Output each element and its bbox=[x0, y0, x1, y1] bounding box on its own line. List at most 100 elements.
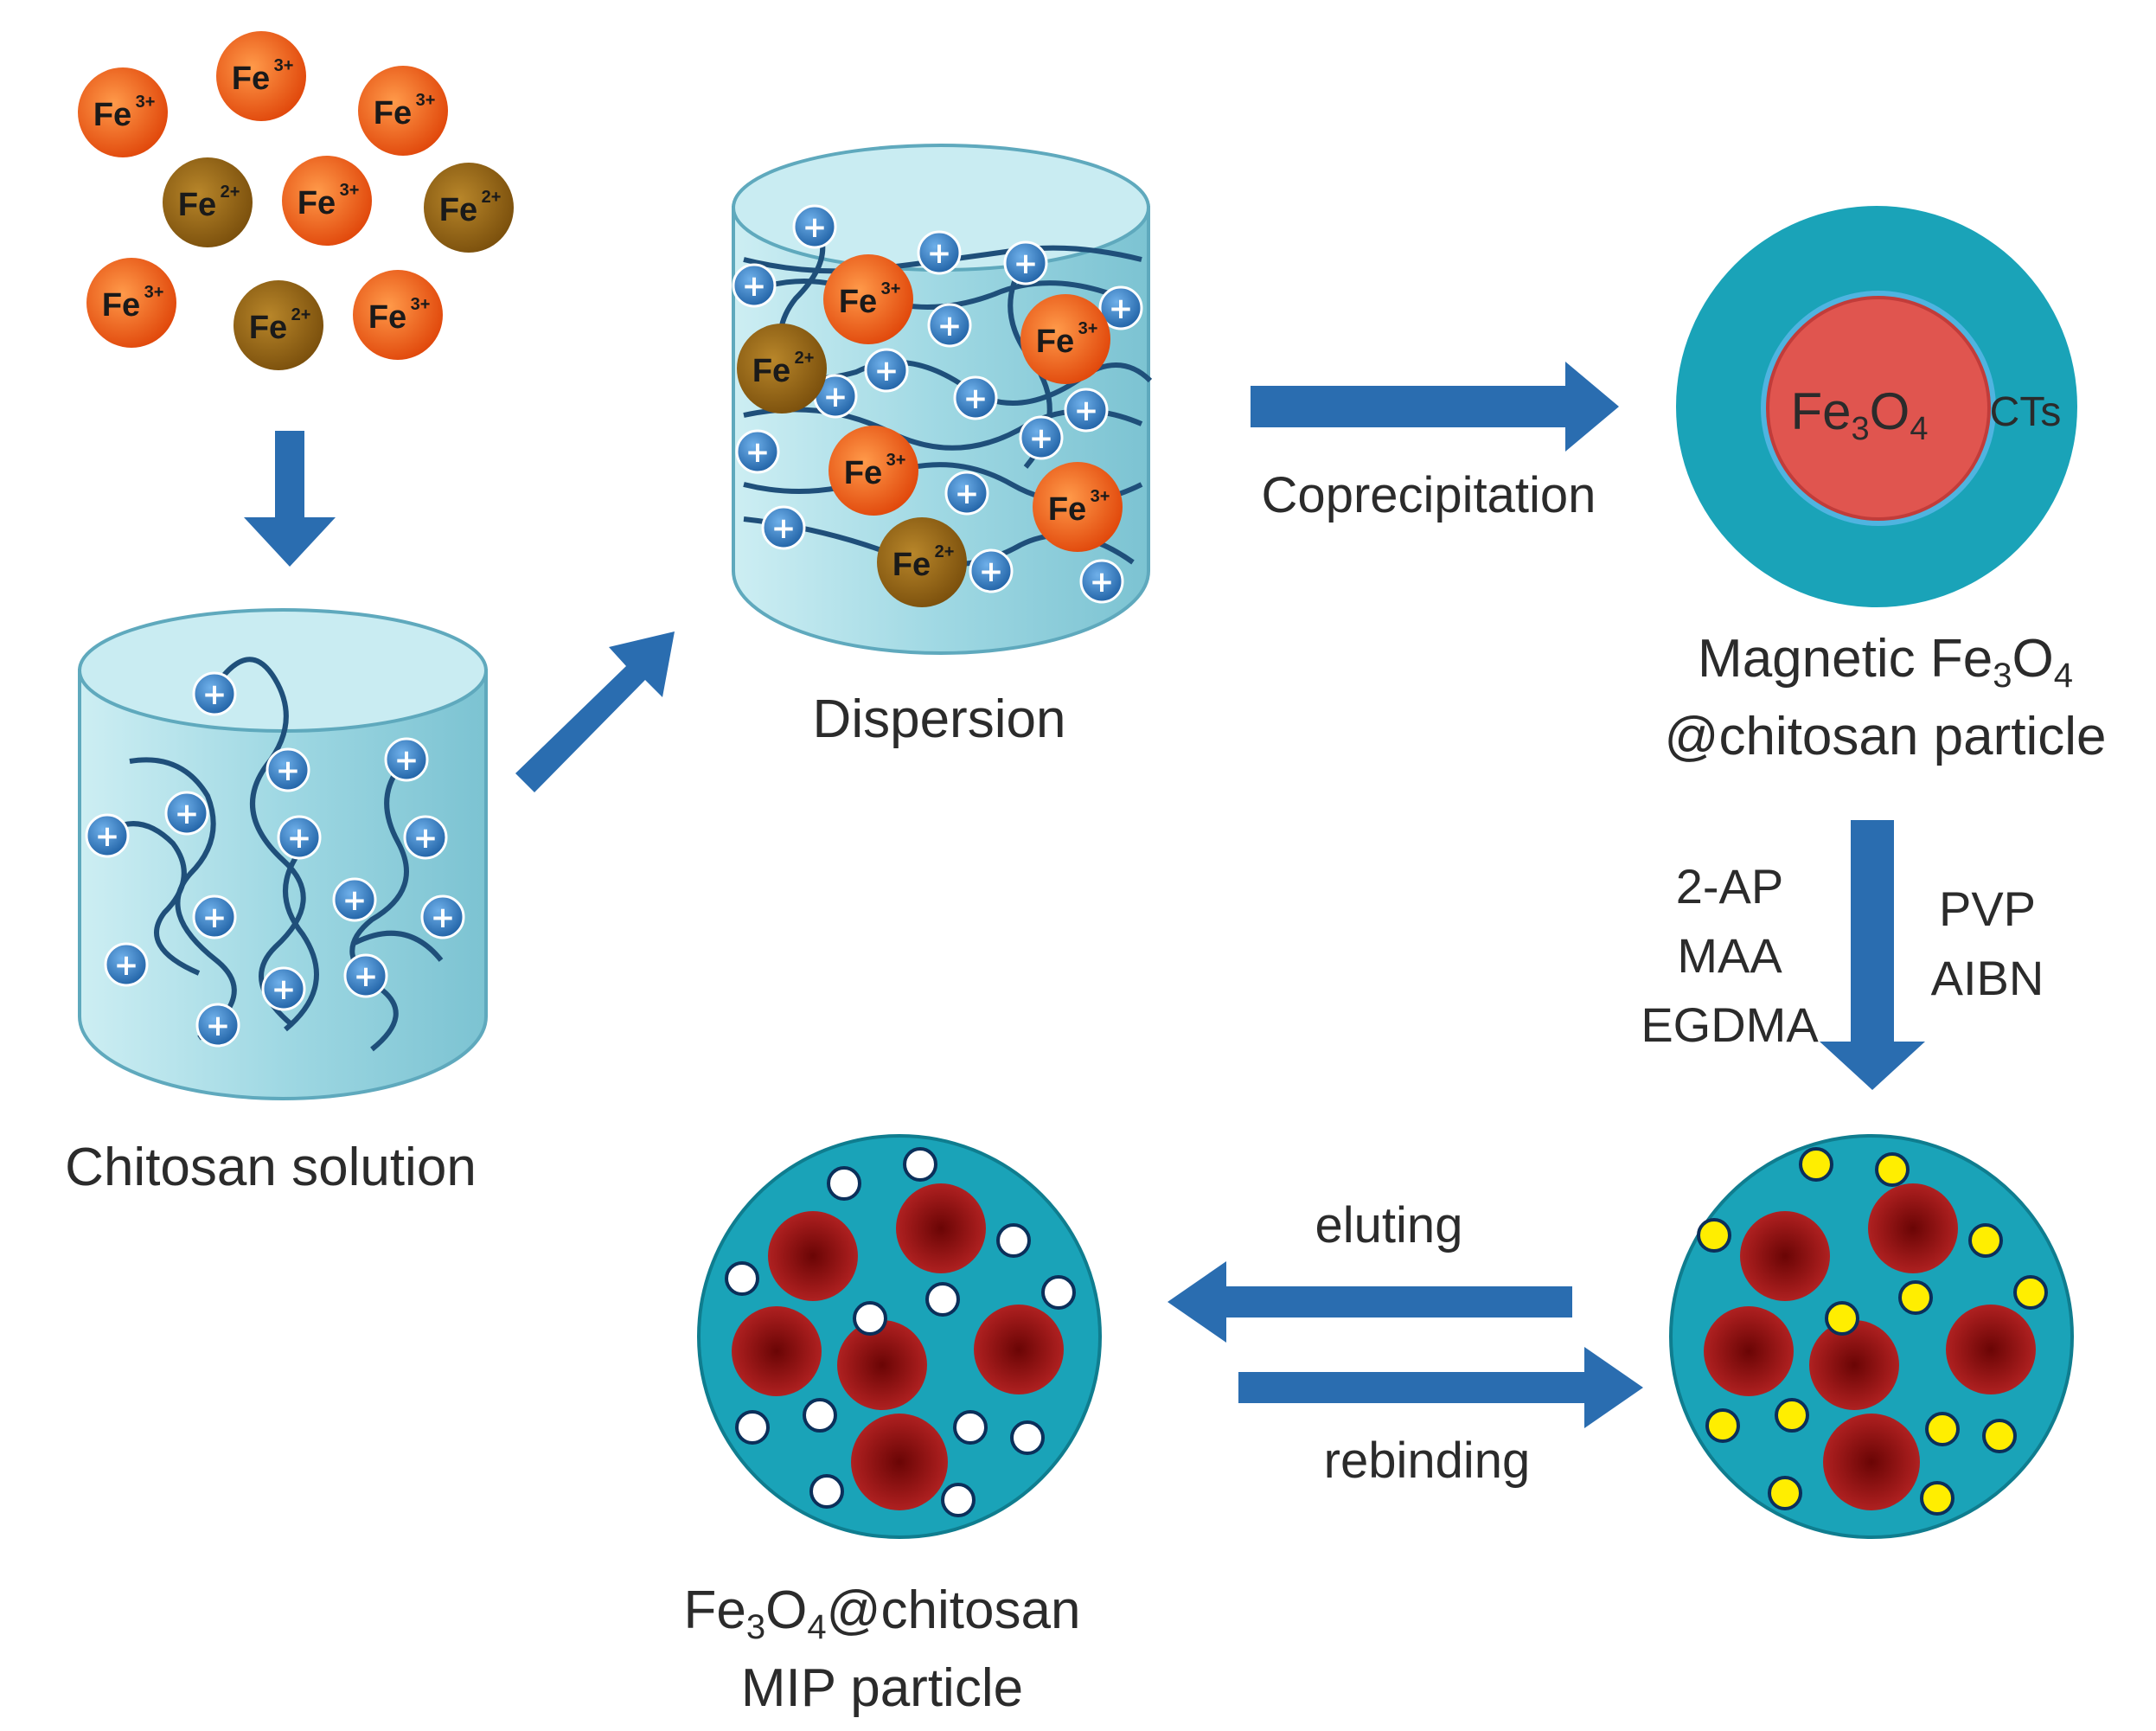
dispersion-label: Dispersion bbox=[813, 689, 1066, 749]
svg-text:+: + bbox=[1109, 292, 1134, 326]
svg-text:+: + bbox=[431, 901, 456, 935]
svg-text:+: + bbox=[1090, 565, 1115, 599]
svg-text:3+: 3+ bbox=[881, 279, 901, 298]
svg-text:Fe: Fe bbox=[102, 287, 140, 324]
chitosan-solution-cylinder: + + + + + + + + + + + + + + bbox=[78, 608, 488, 1100]
svg-text:+: + bbox=[745, 435, 771, 470]
svg-text:+: + bbox=[272, 972, 297, 1007]
svg-text:+: + bbox=[1029, 421, 1054, 456]
svg-text:3+: 3+ bbox=[416, 91, 436, 110]
reagent-aibn: AIBN bbox=[1931, 951, 2044, 1005]
fe2-ion: Fe 2+ bbox=[163, 157, 253, 247]
template-molecules bbox=[1697, 1147, 2048, 1516]
svg-text:+: + bbox=[771, 511, 797, 546]
svg-text:3+: 3+ bbox=[144, 283, 164, 302]
svg-text:+: + bbox=[394, 743, 419, 778]
coprecipitation-label: Coprecipitation bbox=[1262, 467, 1596, 523]
svg-text:2+: 2+ bbox=[221, 183, 240, 202]
reagent-maa: MAA bbox=[1677, 928, 1782, 983]
svg-text:+: + bbox=[874, 354, 899, 388]
svg-text:+: + bbox=[202, 901, 227, 935]
magnetic-particle: Fe3O4 CTs bbox=[1676, 206, 2077, 607]
svg-text:Fe: Fe bbox=[232, 61, 270, 97]
svg-text:+: + bbox=[927, 236, 952, 271]
svg-text:2+: 2+ bbox=[935, 542, 955, 561]
svg-text:Fe: Fe bbox=[752, 353, 790, 389]
magnetic-cores bbox=[1704, 1183, 2036, 1510]
svg-text:2+: 2+ bbox=[482, 188, 502, 207]
magnetic-cores bbox=[732, 1183, 1064, 1510]
rebinding-label: rebinding bbox=[1324, 1433, 1531, 1489]
svg-text:3+: 3+ bbox=[411, 295, 431, 314]
arrow-eluting bbox=[1168, 1261, 1572, 1343]
dispersion-plus-beads: + + + + + + + + + + + + + + + + bbox=[732, 204, 1143, 604]
svg-text:+: + bbox=[963, 381, 988, 416]
arrow-diagonal bbox=[515, 631, 675, 792]
svg-text:3+: 3+ bbox=[136, 93, 156, 112]
chitosan-plus-beads: + + + + + + + + + + + + + + bbox=[85, 671, 465, 1048]
reagent-egdma: EGDMA bbox=[1641, 997, 1819, 1052]
fe3-ion: Fe 3+ bbox=[78, 67, 168, 157]
svg-text:Fe: Fe bbox=[1048, 491, 1086, 528]
svg-text:+: + bbox=[202, 677, 227, 712]
svg-text:Fe: Fe bbox=[368, 299, 406, 336]
svg-text:3+: 3+ bbox=[340, 181, 360, 200]
core-formula: Fe3O4 bbox=[1791, 382, 1929, 447]
svg-text:+: + bbox=[206, 1009, 231, 1043]
svg-text:+: + bbox=[95, 819, 120, 854]
svg-text:+: + bbox=[937, 309, 963, 343]
svg-text:Fe: Fe bbox=[844, 455, 882, 491]
magnetic-particle-label-line1: Magnetic Fe3O4 bbox=[1698, 629, 2073, 695]
svg-text:+: + bbox=[276, 753, 301, 788]
svg-text:+: + bbox=[955, 477, 980, 511]
svg-text:3+: 3+ bbox=[1091, 487, 1110, 506]
svg-text:Fe: Fe bbox=[892, 547, 931, 583]
svg-text:+: + bbox=[1014, 247, 1039, 281]
svg-text:Fe: Fe bbox=[374, 95, 412, 131]
svg-text:2+: 2+ bbox=[291, 305, 311, 324]
svg-text:+: + bbox=[1074, 394, 1099, 428]
svg-text:Fe: Fe bbox=[93, 97, 131, 133]
reagents-right: PVP AIBN bbox=[1931, 882, 2044, 1005]
svg-text:Fe: Fe bbox=[249, 310, 287, 346]
svg-text:+: + bbox=[175, 797, 200, 831]
chitosan-solution-label: Chitosan solution bbox=[65, 1138, 477, 1197]
svg-text:+: + bbox=[287, 821, 312, 856]
svg-text:+: + bbox=[979, 555, 1004, 589]
mip-particle bbox=[697, 1134, 1102, 1539]
magnetic-particle-label-line2: @chitosan particle bbox=[1665, 707, 2107, 766]
svg-text:+: + bbox=[342, 883, 368, 918]
mip-particle-label-line2: MIP particle bbox=[741, 1658, 1023, 1718]
svg-text:+: + bbox=[803, 210, 828, 245]
reagent-pvp: PVP bbox=[1939, 882, 2036, 936]
svg-text:+: + bbox=[413, 821, 438, 856]
svg-text:Fe: Fe bbox=[1036, 324, 1074, 360]
arrow-rebinding bbox=[1238, 1347, 1643, 1428]
fe3-ion: Fe 3+ bbox=[1033, 462, 1123, 552]
cts-label: CTs bbox=[1990, 389, 2062, 435]
svg-text:+: + bbox=[742, 269, 767, 304]
svg-text:2+: 2+ bbox=[795, 349, 815, 368]
svg-text:+: + bbox=[354, 959, 379, 994]
svg-text:Fe: Fe bbox=[297, 185, 336, 221]
reagents-left: 2-AP MAA EGDMA bbox=[1641, 859, 1819, 1052]
svg-text:Fe: Fe bbox=[178, 187, 216, 223]
svg-text:Fe: Fe bbox=[839, 284, 877, 320]
fe2-ion: Fe 2+ bbox=[737, 324, 827, 414]
arrow-coprecipitation bbox=[1251, 362, 1619, 452]
arrow-down-2 bbox=[1820, 820, 1925, 1090]
svg-text:3+: 3+ bbox=[886, 451, 906, 470]
template-bound-particle bbox=[1669, 1134, 2074, 1539]
